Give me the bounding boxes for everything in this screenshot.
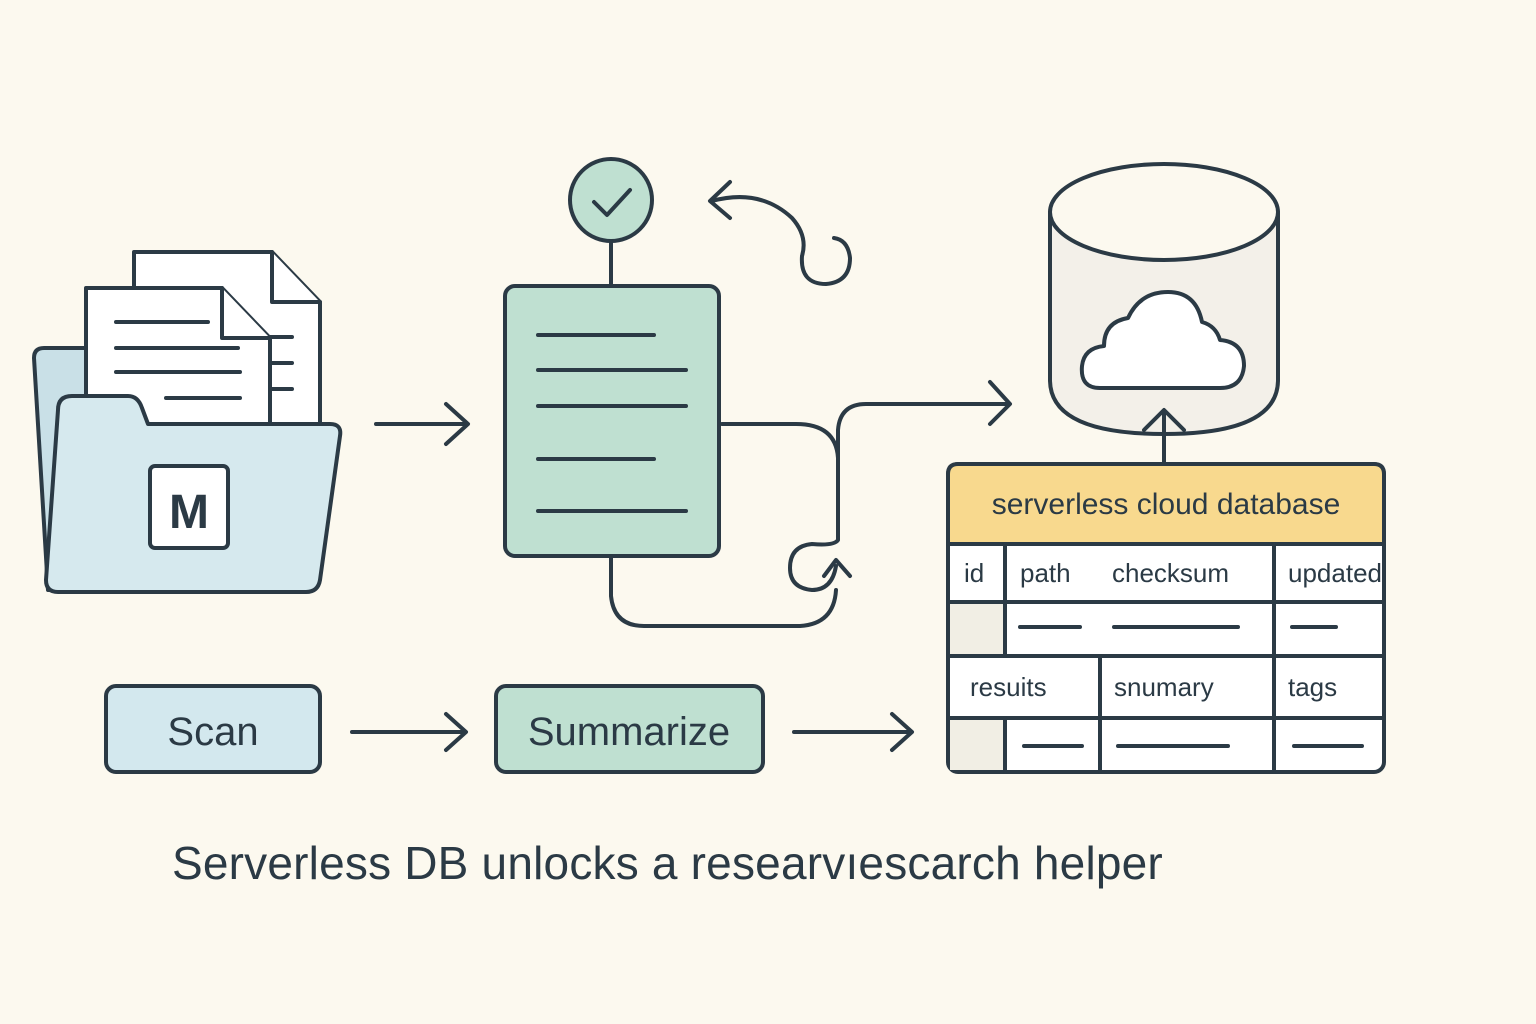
check-circle-icon: [568, 157, 654, 243]
table-header-cell: checksum: [1112, 558, 1229, 588]
table-header-cell: id: [964, 558, 984, 588]
table-header-cell: tags: [1288, 672, 1337, 702]
cloud-icon: [1079, 290, 1246, 390]
diagram-caption: Serverless DB unlocks a researvıescarch …: [172, 837, 1163, 889]
table-header-cell: updated: [1288, 558, 1382, 588]
database-icon: [1048, 162, 1280, 436]
database-table: [946, 462, 1386, 774]
folder-icon: [32, 250, 343, 594]
document-icon: [503, 284, 721, 558]
table-header-cell: resuits: [970, 672, 1047, 702]
summarize-step-label: Summarize: [528, 710, 730, 754]
summarize-step-box: [494, 684, 765, 774]
folder-badge-letter: M: [169, 486, 209, 539]
table-title: serverless cloud database: [992, 488, 1341, 521]
table-header-cell: path: [1020, 558, 1071, 588]
scan-step-box: [104, 684, 322, 774]
scan-step-label: Scan: [167, 710, 258, 754]
table-header-cell: snumary: [1114, 672, 1214, 702]
